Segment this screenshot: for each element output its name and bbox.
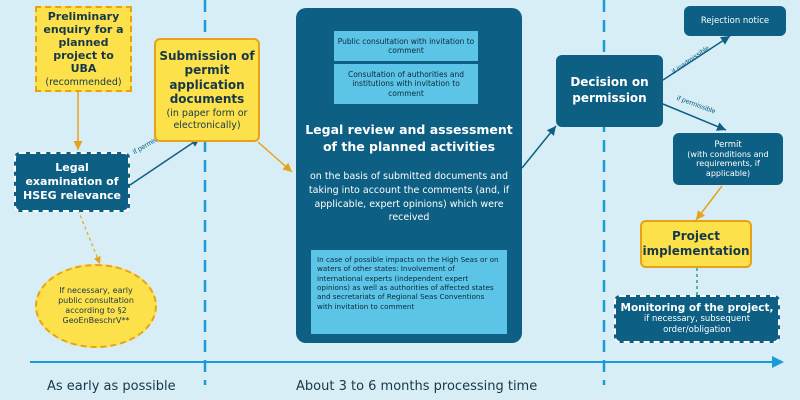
monitoring-box: Monitoring of the project, if necessary,… xyxy=(614,295,780,343)
submission-note: (in paper form or electronically) xyxy=(166,108,248,131)
monitoring-title: Monitoring of the project, xyxy=(620,302,774,315)
arrow-submission-to-review xyxy=(257,141,293,173)
preliminary-enquiry-title: Preliminary enquiry for a planned projec… xyxy=(43,9,124,76)
monitoring-note: if necessary, subsequent order/obligatio… xyxy=(643,314,751,335)
timeline-arrowhead xyxy=(772,356,784,368)
timeline-early-label: As early as possible xyxy=(47,379,176,394)
arrow-decision-to-permit xyxy=(662,103,727,131)
decision-title: Decision on permission xyxy=(570,75,649,105)
rejection-title: Rejection notice xyxy=(700,16,770,26)
permit-box: Permit (with conditions and requirements… xyxy=(673,133,783,185)
arrow-decision-to-rejection xyxy=(662,35,731,81)
early-consultation-oval: If necessary, early public consultation … xyxy=(35,264,157,348)
decision-box: Decision on permission xyxy=(556,55,663,127)
legal-examination-box: Legal examination of HSEG relevance xyxy=(14,152,130,212)
permit-title: Permit xyxy=(714,139,742,150)
authorities-consultation-box: Consultation of authorities and institut… xyxy=(333,63,479,105)
arrow-legal-to-consultation xyxy=(77,209,101,265)
public-consultation-box: Public consultation with invitation to c… xyxy=(333,30,479,62)
public-consultation-text: Public consultation with invitation to c… xyxy=(337,36,475,55)
permit-note: (with conditions and requirements, if ap… xyxy=(687,149,769,178)
high-seas-text: In case of possible impacts on the High … xyxy=(317,255,499,311)
arrow-permit-to-implementation xyxy=(695,185,723,221)
timeline-processing-label: About 3 to 6 months processing time xyxy=(296,379,538,394)
submission-box: Submission of permit application documen… xyxy=(154,38,260,142)
preliminary-enquiry-note: (recommended) xyxy=(45,77,122,89)
preliminary-enquiry-box: Preliminary enquiry for a planned projec… xyxy=(35,6,132,92)
project-implementation-box: Project implementation xyxy=(640,220,752,268)
authorities-consultation-text: Consultation of authorities and institut… xyxy=(347,69,465,98)
review-body: on the basis of submitted documents and … xyxy=(308,171,510,224)
review-box: Public consultation with invitation to c… xyxy=(296,8,522,343)
review-title: Legal review and assessment of the plann… xyxy=(305,122,513,154)
early-consultation-text: If necessary, early public consultation … xyxy=(58,286,134,325)
rejection-box: Rejection notice xyxy=(684,6,786,36)
submission-title: Submission of permit application documen… xyxy=(159,48,255,106)
arrow-review-to-decision xyxy=(521,125,557,169)
legal-examination-title: Legal examination of HSEG relevance xyxy=(22,161,122,202)
arrow-legal-to-submission xyxy=(129,137,201,186)
high-seas-box: In case of possible impacts on the High … xyxy=(311,250,507,334)
project-implementation-title: Project implementation xyxy=(642,229,750,258)
